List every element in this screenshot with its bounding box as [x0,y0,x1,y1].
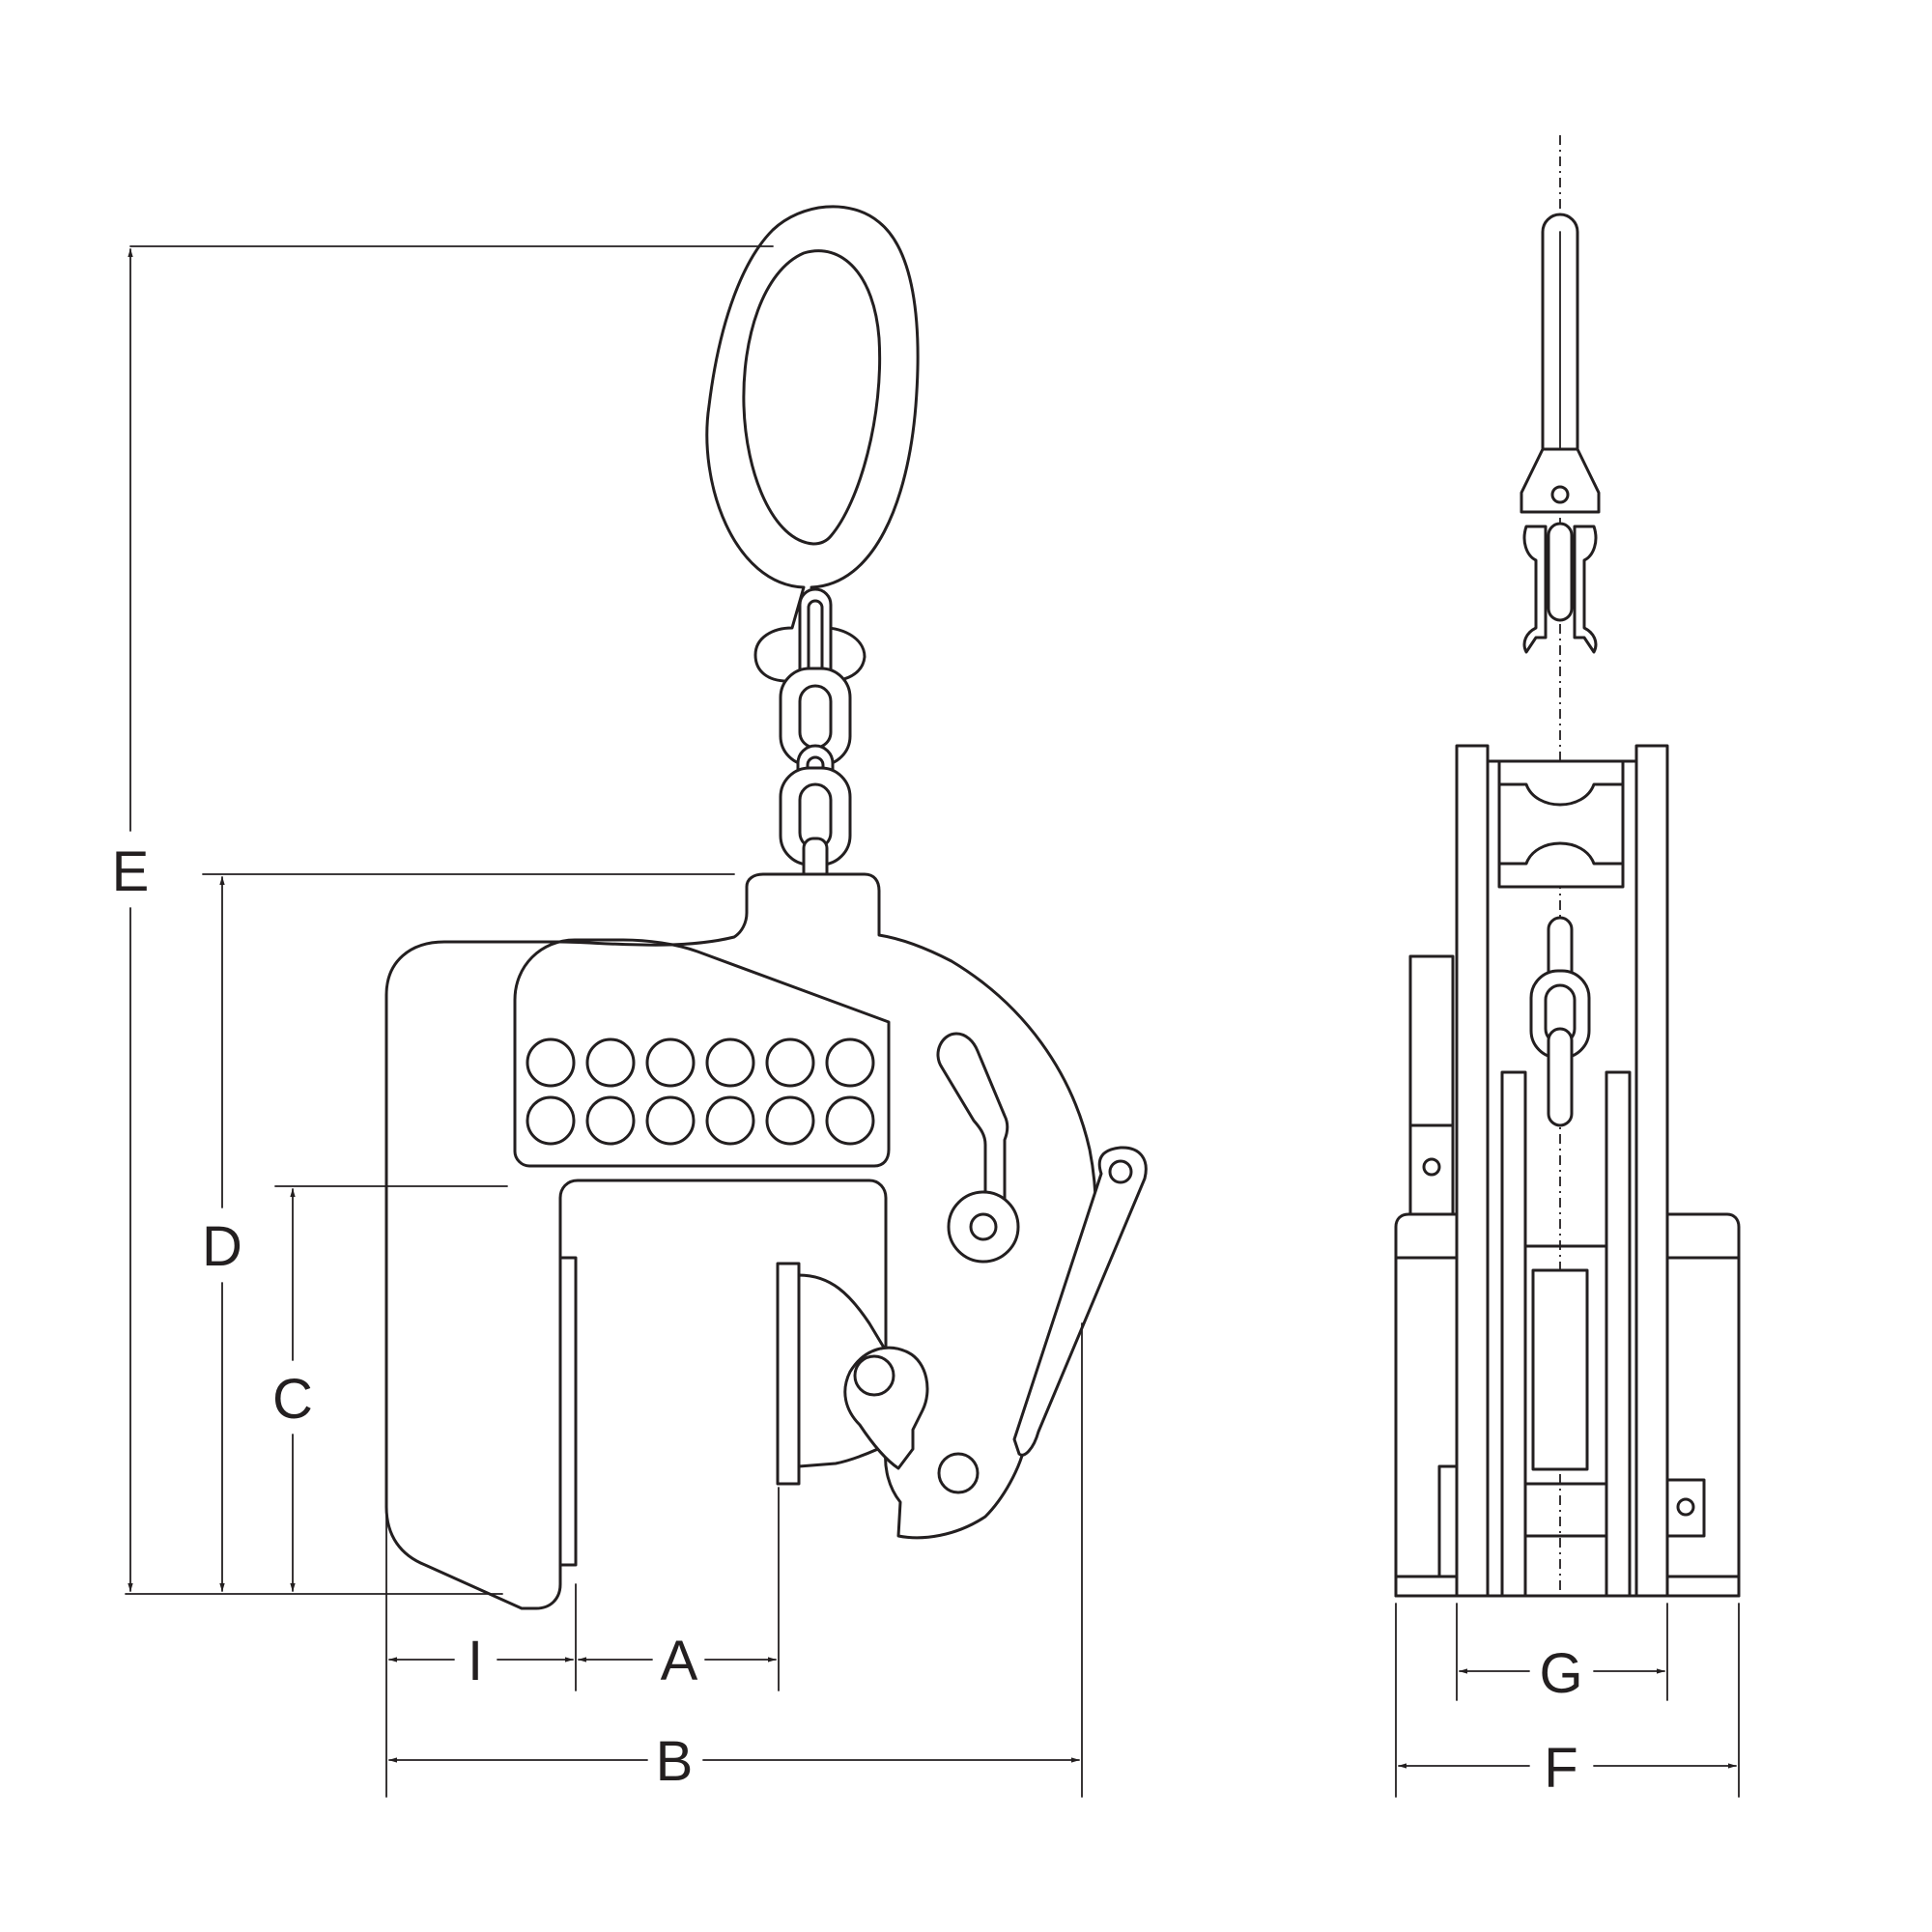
dimension-d: D [202,876,242,1592]
dimension-a: A [578,1630,777,1692]
top-block [1497,759,1625,889]
lever-handle [1012,1146,1148,1457]
extension-lines [125,245,1083,1798]
side-plate-right [1634,744,1669,1598]
inner-plate-left [1500,1070,1527,1598]
front-lifting-eye [1520,213,1601,654]
dimension-g: G [1459,1642,1665,1705]
label-g: G [1539,1642,1582,1705]
front-lever [1408,954,1455,1221]
side-plate-left [1455,744,1490,1598]
movable-jaw [776,1262,929,1486]
dimension-b: B [388,1730,1080,1793]
plate-holes [526,1037,875,1146]
front-jaw-block [1531,1268,1589,1471]
front-chain-link-3 [1547,1027,1574,1127]
clamp-body [384,872,1097,1610]
label-a: A [661,1630,698,1692]
movable-jaw-pad [776,1262,801,1486]
side-view: E D C I A B [112,205,1148,1798]
front-view: G F [1394,135,1741,1800]
front-left-tab [1437,1464,1459,1578]
inner-plate-right [1605,1070,1632,1598]
dimension-c: C [272,1188,313,1592]
label-f: F [1544,1737,1577,1800]
label-c: C [272,1368,313,1431]
chain [779,587,852,887]
label-i: I [468,1630,483,1692]
label-b: B [656,1730,694,1793]
fixed-jaw-pad [558,1256,578,1567]
label-e: E [112,840,150,903]
label-d: D [202,1215,242,1278]
dimension-i: I [388,1630,574,1692]
front-right-tab [1665,1478,1706,1538]
dimension-e: E [112,248,150,1592]
dimension-f: F [1398,1737,1737,1800]
